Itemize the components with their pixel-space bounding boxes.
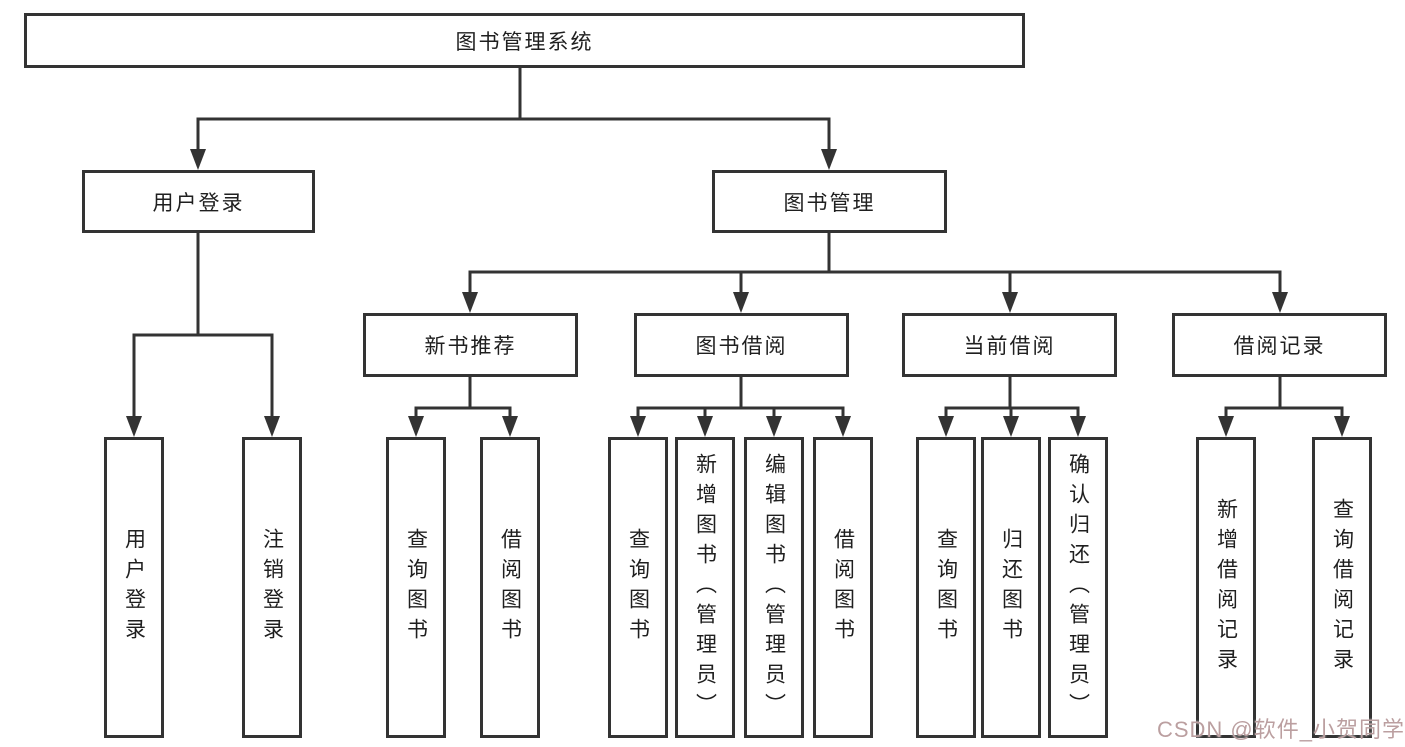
leaf-label: 借阅图书 bbox=[498, 527, 522, 648]
node-book-management: 图书管理 bbox=[712, 170, 947, 233]
node-label: 用户登录 bbox=[152, 191, 245, 215]
node-label: 图书管理系统 bbox=[455, 30, 594, 54]
leaf-return-books: 归还图书 bbox=[981, 437, 1041, 738]
node-library-system: 图书管理系统 bbox=[24, 13, 1025, 68]
leaf-label: 用户登录 bbox=[122, 527, 146, 648]
node-user-login: 用户登录 bbox=[82, 170, 315, 233]
arrowheads bbox=[126, 149, 1350, 437]
leaf-confirm-return-admin: 确认归还（管理员） bbox=[1048, 437, 1108, 738]
leaf-label: 查询图书 bbox=[934, 527, 958, 648]
node-book-borrowing: 图书借阅 bbox=[634, 313, 849, 377]
leaf-add-books-admin: 新增图书（管理员） bbox=[675, 437, 735, 738]
csdn-watermark: CSDN @软件_小贺同学 bbox=[1156, 717, 1405, 742]
leaf-label: 编辑图书（管理员） bbox=[762, 452, 786, 723]
leaf-add-borrow-record: 新增借阅记录 bbox=[1196, 437, 1256, 738]
leaf-query-books-recommend: 查询图书 bbox=[386, 437, 446, 738]
leaf-label: 借阅图书 bbox=[831, 527, 855, 648]
leaf-borrow-books: 借阅图书 bbox=[813, 437, 873, 738]
leaf-edit-books-admin: 编辑图书（管理员） bbox=[744, 437, 804, 738]
leaf-label: 归还图书 bbox=[999, 527, 1023, 648]
node-label: 图书借阅 bbox=[695, 335, 788, 358]
leaf-query-books-borrowing: 查询图书 bbox=[608, 437, 668, 738]
node-current-borrowing: 当前借阅 bbox=[902, 313, 1117, 377]
leaf-user-login: 用户登录 bbox=[104, 437, 164, 738]
leaf-label: 新增图书（管理员） bbox=[693, 452, 717, 723]
leaf-label: 查询借阅记录 bbox=[1330, 497, 1354, 678]
node-label: 借阅记录 bbox=[1233, 335, 1326, 358]
leaf-borrow-books-recommend: 借阅图书 bbox=[480, 437, 540, 738]
node-label: 新书推荐 bbox=[424, 335, 517, 358]
node-borrowing-records: 借阅记录 bbox=[1172, 313, 1387, 377]
node-new-book-recommend: 新书推荐 bbox=[363, 313, 578, 377]
leaf-query-books-current: 查询图书 bbox=[916, 437, 976, 738]
leaf-query-borrow-record: 查询借阅记录 bbox=[1312, 437, 1372, 738]
leaf-label: 新增借阅记录 bbox=[1214, 497, 1238, 678]
leaf-label: 注销登录 bbox=[260, 527, 284, 648]
node-label: 图书管理 bbox=[783, 191, 876, 215]
leaf-label: 确认归还（管理员） bbox=[1066, 452, 1090, 723]
node-label: 当前借阅 bbox=[963, 335, 1056, 358]
leaf-label: 查询图书 bbox=[404, 527, 428, 648]
leaf-logout: 注销登录 bbox=[242, 437, 302, 738]
leaf-label: 查询图书 bbox=[626, 527, 650, 648]
